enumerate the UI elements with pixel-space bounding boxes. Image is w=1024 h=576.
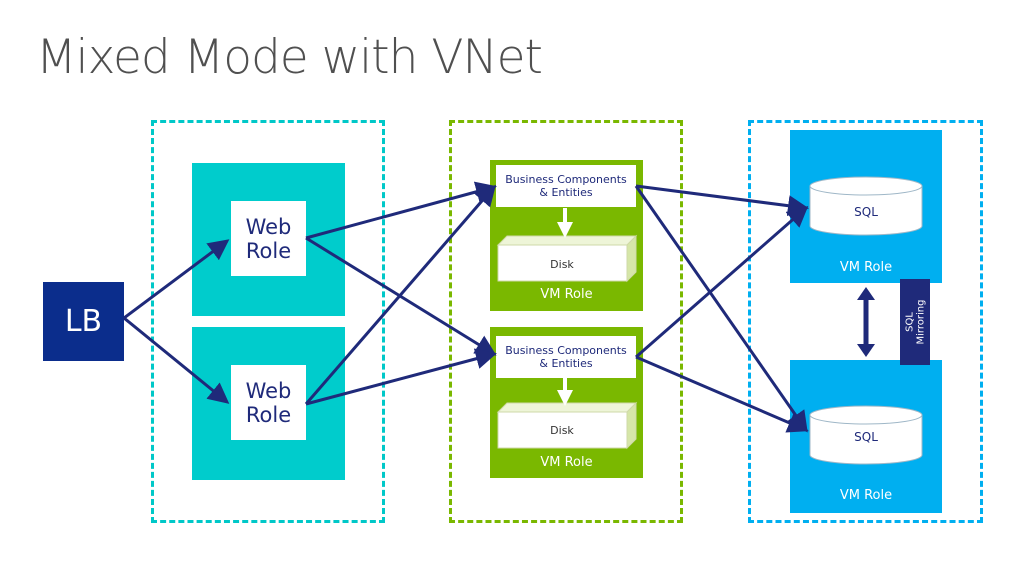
arrow-biz2-sql1 [635, 206, 809, 359]
mirroring-arrow-icon [857, 287, 875, 357]
web-tier-group [151, 120, 385, 523]
arrow-biz1-sql2 [634, 185, 808, 433]
business-components-box: Business Components & Entities [496, 336, 636, 378]
sql-label: SQL [854, 430, 878, 444]
web-role-label-line1: Web [245, 214, 292, 239]
disk-label: Disk [550, 258, 574, 271]
disk-icon: Disk [496, 234, 638, 283]
business-components-line2: & Entities [539, 186, 593, 199]
arrow-lb-web1 [123, 239, 230, 320]
business-components-box: Business Components & Entities [496, 165, 636, 207]
disk-label: Disk [550, 424, 574, 437]
load-balancer-box: LB [43, 282, 124, 361]
business-tier-group [449, 120, 683, 523]
web-role-box: Web Role [231, 201, 306, 276]
sql-label: SQL [854, 205, 878, 219]
vm-role-label: VM Role [839, 260, 893, 275]
arrow-biz2-sql2 [635, 355, 809, 433]
web-role-label-line2: Role [245, 402, 292, 427]
business-components-line1: Business Components [505, 344, 627, 357]
arrow-lb-web2 [123, 316, 230, 404]
data-tier-group [748, 120, 983, 523]
sql-mirroring-label: SQL Mirroring [900, 279, 930, 365]
database-icon: SQL [809, 176, 923, 236]
vm-role-label: VM Role [540, 287, 593, 302]
web-role-label-line1: Web [245, 378, 292, 403]
arrow-web2-biz1 [304, 184, 496, 405]
business-components-line2: & Entities [539, 357, 593, 370]
load-balancer-label: LB [64, 304, 103, 339]
web-role-box: Web Role [231, 365, 306, 440]
vm-role-label: VM Role [839, 488, 893, 503]
database-icon: SQL [809, 405, 923, 465]
arrow-web2-biz2 [305, 348, 497, 406]
connections [123, 181, 809, 433]
arrow-web1-biz1 [305, 181, 497, 240]
slide-title: Mixed Mode with VNet [36, 30, 543, 85]
disk-icon: Disk [496, 401, 638, 450]
vm-role-label: VM Role [540, 455, 593, 470]
business-components-line1: Business Components [505, 173, 627, 186]
arrow-biz1-sql1 [635, 184, 809, 217]
web-role-label-line2: Role [245, 238, 292, 263]
